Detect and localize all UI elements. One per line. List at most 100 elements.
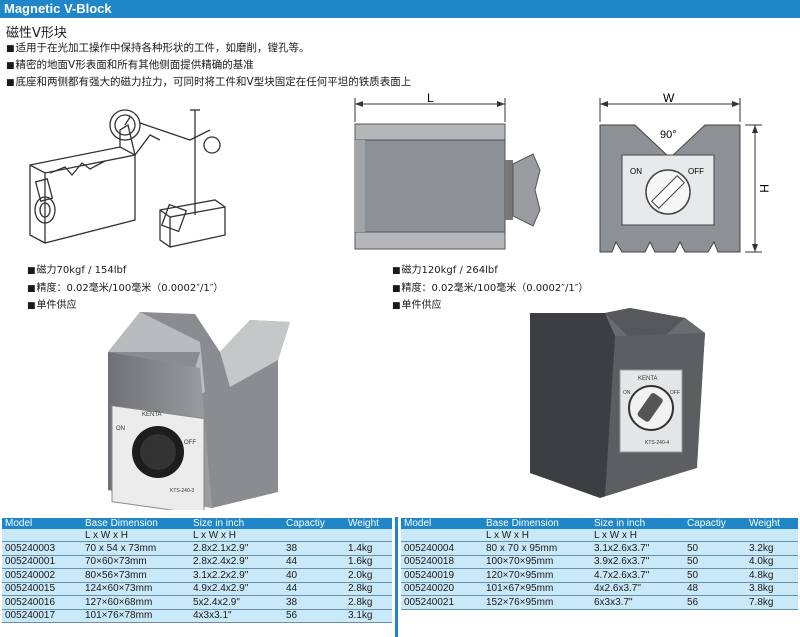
table-cell: 4.8kg: [746, 568, 798, 583]
subtitle: 磁性V形块: [6, 26, 67, 41]
table-cell: 48: [684, 582, 746, 596]
feature-2: 精密的地面V形表面和所有其他侧面提供精确的基准: [6, 57, 254, 72]
table-cell: 56: [283, 609, 345, 623]
table-cell: 80 x 70 x 95mm: [483, 541, 591, 556]
table-cell: 70 x 54 x 73mm: [82, 541, 190, 556]
feature-1: 适用于在光加工操作中保持各种形状的工件，如磨削，镗孔等。: [6, 40, 310, 55]
table-cell: 1.6kg: [345, 555, 392, 569]
title-bar: Magnetic V-Block: [0, 0, 800, 18]
table-cell: 005240003: [2, 541, 82, 556]
table-cell: 4.9x2.4x2.9": [190, 582, 283, 596]
table-cell: 2.8x2.1x2.9": [190, 541, 283, 556]
table-cell: 4x3x3.1": [190, 609, 283, 623]
table-cell: 101×76×78mm: [82, 609, 190, 623]
table-cell: 50: [684, 568, 746, 583]
table-cell: 152×76×95mm: [483, 595, 591, 610]
header-model: Model: [2, 518, 82, 529]
table-divider: [395, 517, 398, 637]
table-header-row: Model Base Dimension Size in inch Capact…: [2, 518, 392, 529]
table-cell: 005240001: [2, 555, 82, 569]
table-cell: 005240021: [401, 595, 483, 610]
on-label: ON: [630, 167, 642, 176]
table-cell: 2.8x2.4x2.9": [190, 555, 283, 569]
table-cell: 3.1x2.2x2.9": [190, 568, 283, 583]
table-cell: 4.7x2.6x3.7": [591, 568, 684, 583]
table-cell: 38: [283, 541, 345, 556]
table-cell: 2.8kg: [345, 595, 392, 610]
table-cell: 100×70×95mm: [483, 555, 591, 569]
header-size-inch: Size in inch: [591, 518, 684, 529]
header-weight: Weight: [345, 518, 392, 529]
table-cell: 3.1x2.6x3.7": [591, 541, 684, 556]
table-subheader-row: L x W x H L x W x H: [2, 529, 392, 542]
table-cell: 005240019: [401, 568, 483, 583]
dial-indicator-setup-illustration: [29, 109, 226, 248]
photo-left-model: KTS-240-3: [170, 488, 194, 494]
photo-left-off: OFF: [184, 440, 196, 446]
product-photo-kts-240-4: KENTA ON OFF KTS-240-4: [530, 308, 705, 498]
table-cell: 50: [684, 555, 746, 569]
table-cell: 005240017: [2, 609, 82, 623]
table-cell: 005240002: [2, 568, 82, 583]
spec-table-right: Model Base Dimension Size in inch Capact…: [401, 518, 798, 610]
subheader-base-dimension: L x W x H: [82, 529, 190, 542]
subheader-base-dimension: L x W x H: [483, 529, 591, 542]
table-cell: 005240018: [401, 555, 483, 569]
table-cell: 5x2.4x2.9": [190, 595, 283, 610]
spec-table-left: Model Base Dimension Size in inch Capact…: [2, 518, 392, 623]
length-label: L: [427, 92, 434, 105]
photo-right-model: KTS-240-4: [645, 440, 669, 446]
table-cell: 3.8kg: [746, 582, 798, 596]
photo-left-brand: KENTA: [142, 412, 162, 418]
table-cell: 6x3x3.7": [591, 595, 684, 610]
width-label: W: [663, 92, 675, 105]
subheader-size-inch: L x W x H: [190, 529, 283, 542]
front-view-drawing: W H 90° ON OFF: [599, 92, 771, 253]
table-cell: 101×67×95mm: [483, 582, 591, 596]
left-spec-supply: 单件供应: [27, 296, 77, 311]
table-cell: 56: [684, 595, 746, 610]
right-spec-supply: 单件供应: [392, 296, 442, 311]
off-label: OFF: [688, 167, 704, 176]
table-cell: 7.8kg: [746, 595, 798, 610]
height-label: H: [757, 184, 771, 193]
table-cell: 50: [684, 541, 746, 556]
table-cell: 70×60×73mm: [82, 555, 190, 569]
header-base-dimension: Base Dimension: [82, 518, 190, 529]
header-base-dimension: Base Dimension: [483, 518, 591, 529]
table-cell: 005240004: [401, 541, 483, 556]
table-cell: 44: [283, 555, 345, 569]
table-cell: 38: [283, 595, 345, 610]
table-cell: 3.9x2.6x3.7": [591, 555, 684, 569]
photo-left-on: ON: [116, 426, 125, 432]
photo-right-on: ON: [623, 390, 631, 396]
photo-right-off: OFF: [670, 390, 680, 396]
table-subheader-row: L x W x H L x W x H: [401, 529, 798, 542]
right-spec-magnetic-force: 磁力120kgf / 264lbf: [392, 261, 498, 276]
table-cell: 3.2kg: [746, 541, 798, 556]
header-size-inch: Size in inch: [190, 518, 283, 529]
table-cell: 3.1kg: [345, 609, 392, 623]
table-cell: 120×70×95mm: [483, 568, 591, 583]
table-cell: 4.0kg: [746, 555, 798, 569]
table-cell: 005240020: [401, 582, 483, 596]
table-cell: 40: [283, 568, 345, 583]
table-cell: 124×60×73mm: [82, 582, 190, 596]
header-capacity: Capactiy: [283, 518, 345, 529]
right-spec-accuracy: 精度：0.02毫米/100毫米（0.0002″/1″）: [392, 279, 589, 294]
product-photo-kts-240-3: KENTA ON OFF KTS-240-3: [108, 312, 290, 510]
angle-label: 90°: [660, 129, 677, 141]
feature-3: 底座和两侧都有强大的磁力拉力，可同时将工件和V型块固定在任何平坦的铁质表面上: [6, 74, 412, 89]
table-cell: 005240015: [2, 582, 82, 596]
table-cell: 1.4kg: [345, 541, 392, 556]
table-cell: 4x2.6x3.7": [591, 582, 684, 596]
